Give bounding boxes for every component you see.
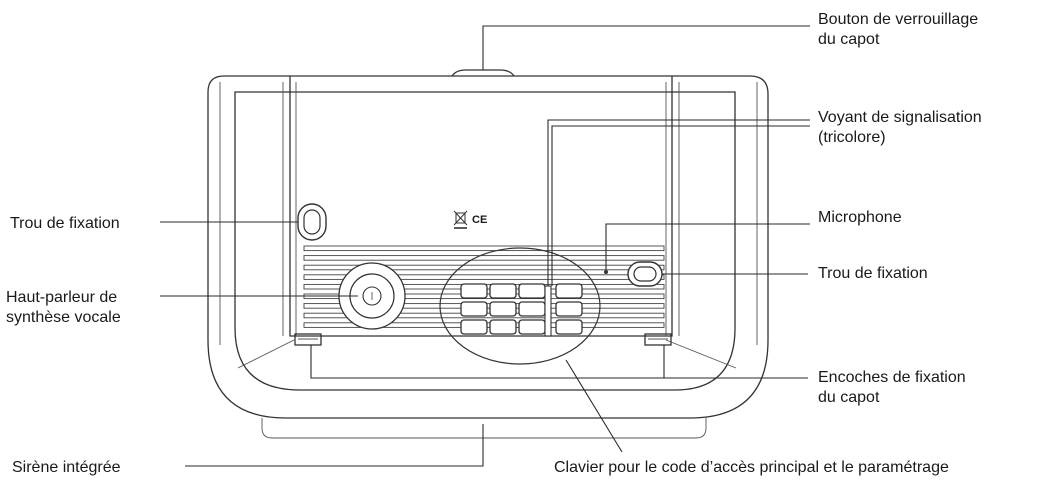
label-siren: Sirène intégrée bbox=[12, 459, 121, 476]
label-keypad: Clavier pour le code d’accès principal e… bbox=[554, 459, 949, 476]
keypad-key[interactable] bbox=[555, 301, 583, 317]
keypad-key[interactable] bbox=[489, 283, 517, 299]
hood-lock-button bbox=[451, 69, 515, 77]
keypad-key[interactable] bbox=[489, 319, 517, 335]
crossed-bin-icon bbox=[453, 210, 468, 229]
leader-lines bbox=[160, 25, 810, 467]
keypad-key[interactable] bbox=[555, 319, 583, 335]
keypad-key[interactable] bbox=[518, 283, 546, 299]
keypad bbox=[460, 283, 583, 335]
hood-notch-left bbox=[294, 333, 322, 346]
label-microphone: Microphone bbox=[818, 209, 902, 226]
keypad-key[interactable] bbox=[555, 283, 583, 299]
keypad-outline bbox=[439, 247, 601, 365]
grille-slat bbox=[303, 264, 665, 271]
keypad-key[interactable] bbox=[460, 301, 488, 317]
grille-slat bbox=[303, 274, 665, 280]
grille-slat bbox=[303, 245, 665, 252]
speaker-icon bbox=[338, 262, 406, 330]
label-hood-notches: Encoches de fixation du capot bbox=[818, 369, 970, 406]
hood-notch-right bbox=[644, 333, 672, 346]
fixing-hole-left bbox=[297, 203, 327, 241]
grille-slat bbox=[303, 255, 665, 261]
keypad-key[interactable] bbox=[460, 283, 488, 299]
label-hood-lock-button: Bouton de verrouillage du capot bbox=[818, 11, 983, 48]
keypad-key[interactable] bbox=[460, 319, 488, 335]
keypad-key[interactable] bbox=[518, 319, 546, 335]
status-light bbox=[544, 285, 552, 337]
fixing-hole-right bbox=[627, 261, 663, 287]
keypad-key[interactable] bbox=[518, 301, 546, 317]
ce-mark: CE bbox=[472, 214, 487, 226]
device-body bbox=[207, 75, 769, 439]
label-speaker: Haut-parleur de synthèse vocale bbox=[6, 289, 122, 326]
label-fixing-hole-right: Trou de fixation bbox=[818, 265, 928, 282]
keypad-key[interactable] bbox=[489, 301, 517, 317]
hood bbox=[282, 76, 680, 337]
label-fixing-hole-left: Trou de fixation bbox=[10, 215, 120, 232]
label-status-light: Voyant de signalisation (tricolore) bbox=[818, 109, 986, 146]
microphone-icon bbox=[604, 270, 608, 274]
